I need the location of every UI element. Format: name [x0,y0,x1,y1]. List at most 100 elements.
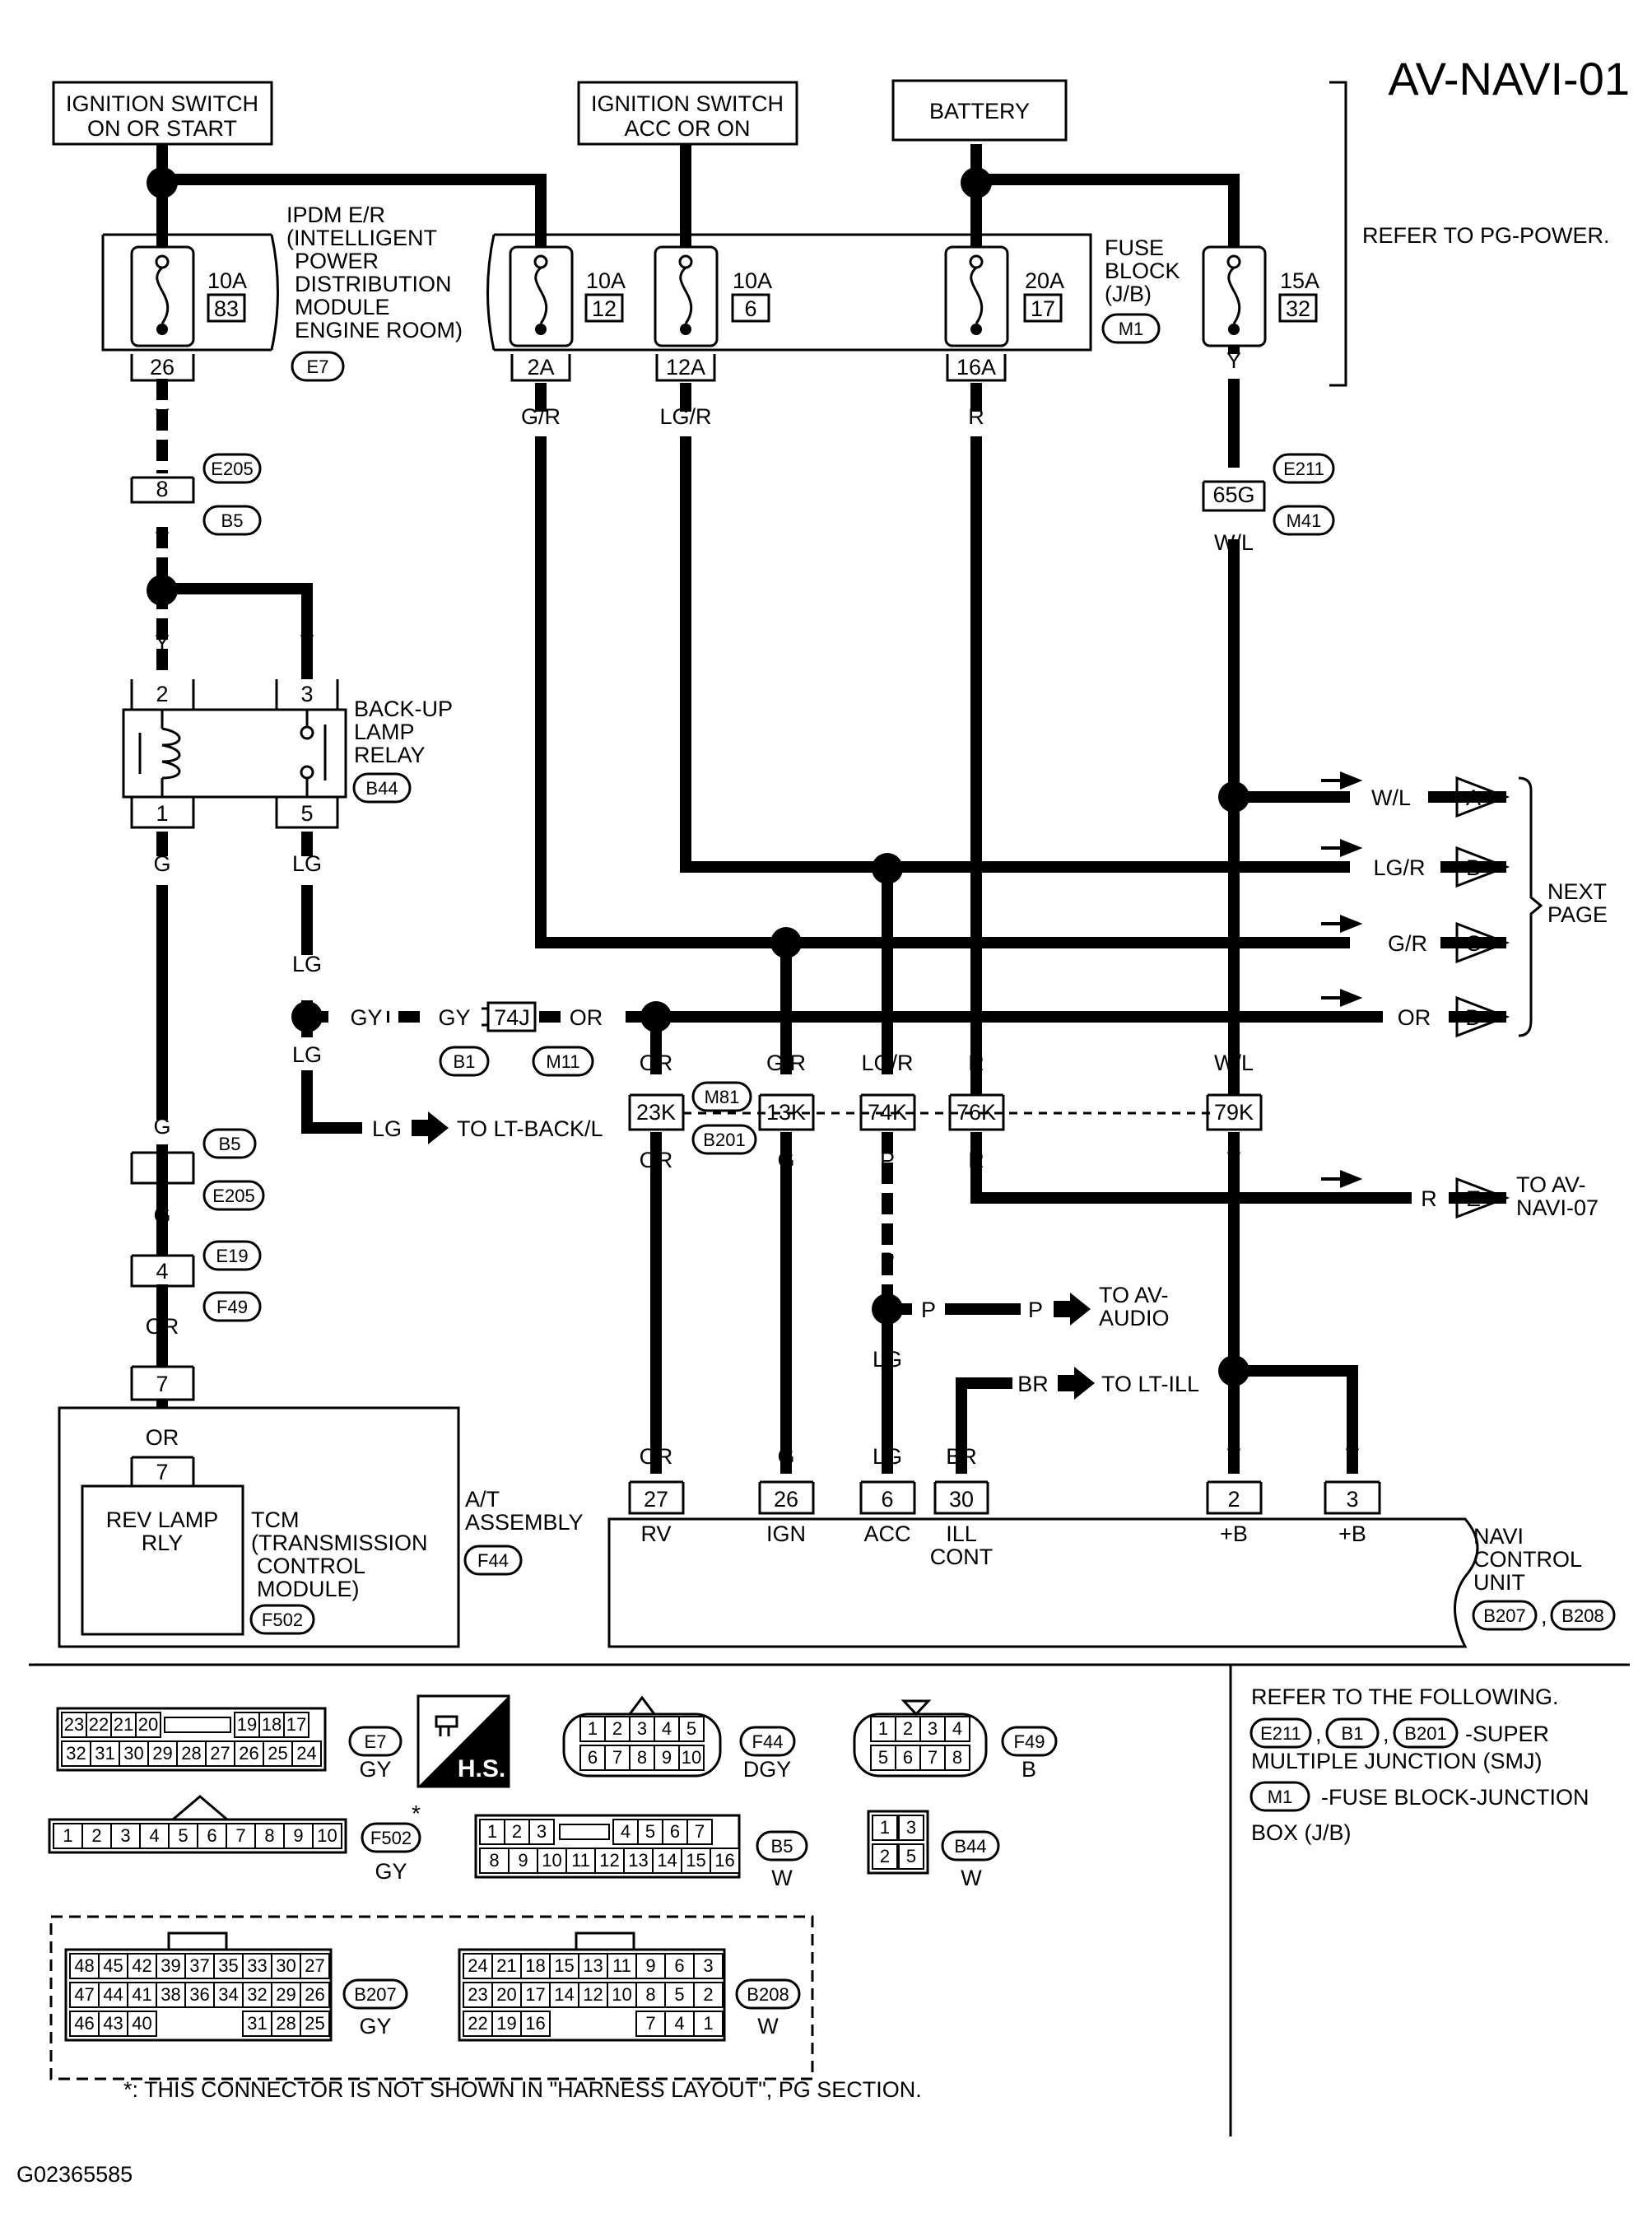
f44-pin: 5 [686,1718,696,1739]
svg-text:IGNITION SWITCH: IGNITION SWITCH [591,91,784,116]
svg-text:W/L: W/L [1214,1051,1254,1075]
svg-text:LG: LG [372,1116,402,1141]
b44-pin: 5 [906,1846,916,1866]
b5-cell [686,1819,713,1845]
b208-cell [693,1953,724,1979]
svg-text:76K: 76K [956,1100,996,1125]
svg-text:BR: BR [1017,1372,1049,1396]
b207-pin: 41 [132,1984,151,2005]
b208-pin: 10 [612,1984,631,2005]
svg-text:B1: B1 [454,1051,476,1072]
b207-pin: 34 [218,1984,238,2005]
b44-badge-label: B44 [954,1836,986,1857]
b208-pin: 24 [468,1955,487,1976]
b207-cell [127,1982,157,2008]
b5-pin: 12 [599,1850,619,1871]
svg-text:10A: 10A [586,268,626,293]
svg-text:ENGINE ROOM): ENGINE ROOM) [295,318,463,342]
svg-text:OR: OR [146,1425,179,1450]
svg-text:,: , [1541,1604,1547,1629]
svg-text:F44: F44 [477,1550,509,1571]
svg-text:12A: 12A [666,355,705,380]
joint-74j: 74J B1 M11 [439,1001,594,1077]
svg-text:G: G [777,1148,794,1172]
b207-cell [213,1982,244,2008]
b207-cell [271,1953,301,1979]
svg-text:26: 26 [150,355,175,380]
svg-text:P: P [921,1298,936,1322]
e7-badge-label: E7 [365,1731,387,1752]
e7-pin: 25 [268,1743,287,1764]
svg-text:6: 6 [744,296,756,321]
e7-pin: 28 [181,1743,201,1764]
b207-cell [300,2011,330,2037]
svg-text:RELAY: RELAY [354,743,426,767]
b44-pin: 2 [880,1846,890,1866]
b208-pin: 6 [674,1955,684,1976]
svg-text:8: 8 [156,477,168,501]
f502-pin: 10 [317,1825,337,1846]
svg-text:-SUPER: -SUPER [1465,1722,1549,1746]
pg-power-bracket [1329,81,1347,387]
svg-text:17: 17 [1031,296,1055,321]
e7-latch [164,1717,231,1733]
b208-pin: 2 [703,1984,713,2005]
svg-text:POWER: POWER [295,249,379,273]
svg-text:,: , [1383,1722,1389,1746]
to-av-audio: P P P TO AV- AUDIO LG [873,1248,1170,1372]
svg-text:IGNITION SWITCH: IGNITION SWITCH [66,91,258,116]
b208-pin: 23 [468,1984,487,2005]
b207-pin: 36 [189,1984,209,2005]
b208-cell [549,1953,579,1979]
b208-pin: 20 [496,1984,516,2005]
svg-text:16A: 16A [956,355,996,380]
svg-text:B201: B201 [703,1130,745,1150]
f44-color: DGY [743,1757,792,1782]
ipdm-er: 10A 83 IPDM E/R (INTELLIGENT POWER DISTR… [101,203,463,382]
f502-cell [53,1823,83,1849]
svg-text:D: D [1465,1005,1482,1030]
power-ign-on-start: IGNITION SWITCH ON OR START [52,81,273,146]
svg-text:TO AV-: TO AV- [1099,1283,1169,1307]
svg-text:BLOCK: BLOCK [1105,259,1180,283]
b207-cell [271,2011,301,2037]
b207-latch [167,1931,228,1951]
b44-color: W [961,1866,982,1890]
svg-text:W/L: W/L [1371,785,1411,810]
b208-pin: 16 [525,2013,545,2034]
b207-pin: 26 [305,1984,324,2005]
f502-pin: 2 [91,1825,101,1846]
f44-pin: 9 [662,1747,672,1768]
b207-pin: 40 [132,2013,151,2034]
f49-pin: 7 [928,1747,938,1768]
b44-cell [872,1843,898,1870]
b207-cell [98,1953,128,1979]
b208-cell [693,1982,724,2008]
svg-text:OR: OR [640,1444,673,1469]
svg-text:MULTIPLE JUNCTION (SMJ): MULTIPLE JUNCTION (SMJ) [1251,1749,1543,1773]
e7-pin: 29 [152,1743,172,1764]
fuse-block-jb: 10A 12 10A 6 20A 17 FUSE BLOCK (J/B) M1 … [486,233,1180,382]
e7-pin: 31 [95,1743,114,1764]
svg-text:AUDIO: AUDIO [1099,1306,1170,1330]
b207-badge-label: B207 [354,1984,396,2005]
b208-pin: 8 [645,1984,655,2005]
e7-pin: 21 [114,1714,133,1735]
b5-cell [681,1848,711,1874]
svg-text:TO LT-ILL: TO LT-ILL [1101,1372,1199,1396]
b207-pin: 25 [305,2013,324,2034]
svg-text:PAGE: PAGE [1547,902,1608,927]
f502-color: GY [375,1859,407,1884]
svg-text:Y: Y [155,528,170,552]
e7-pin: 23 [64,1714,84,1735]
f502-pin: 3 [120,1825,130,1846]
svg-text:E7: E7 [307,356,329,377]
svg-text:10A: 10A [733,268,772,293]
b5-pin: 1 [487,1821,497,1842]
svg-text:G: G [153,1114,170,1139]
svg-text:(TRANSMISSION: (TRANSMISSION [251,1531,428,1555]
svg-text:10A: 10A [207,268,247,293]
b5-pin: 13 [628,1850,648,1871]
b207-pin: 38 [161,1984,180,2005]
